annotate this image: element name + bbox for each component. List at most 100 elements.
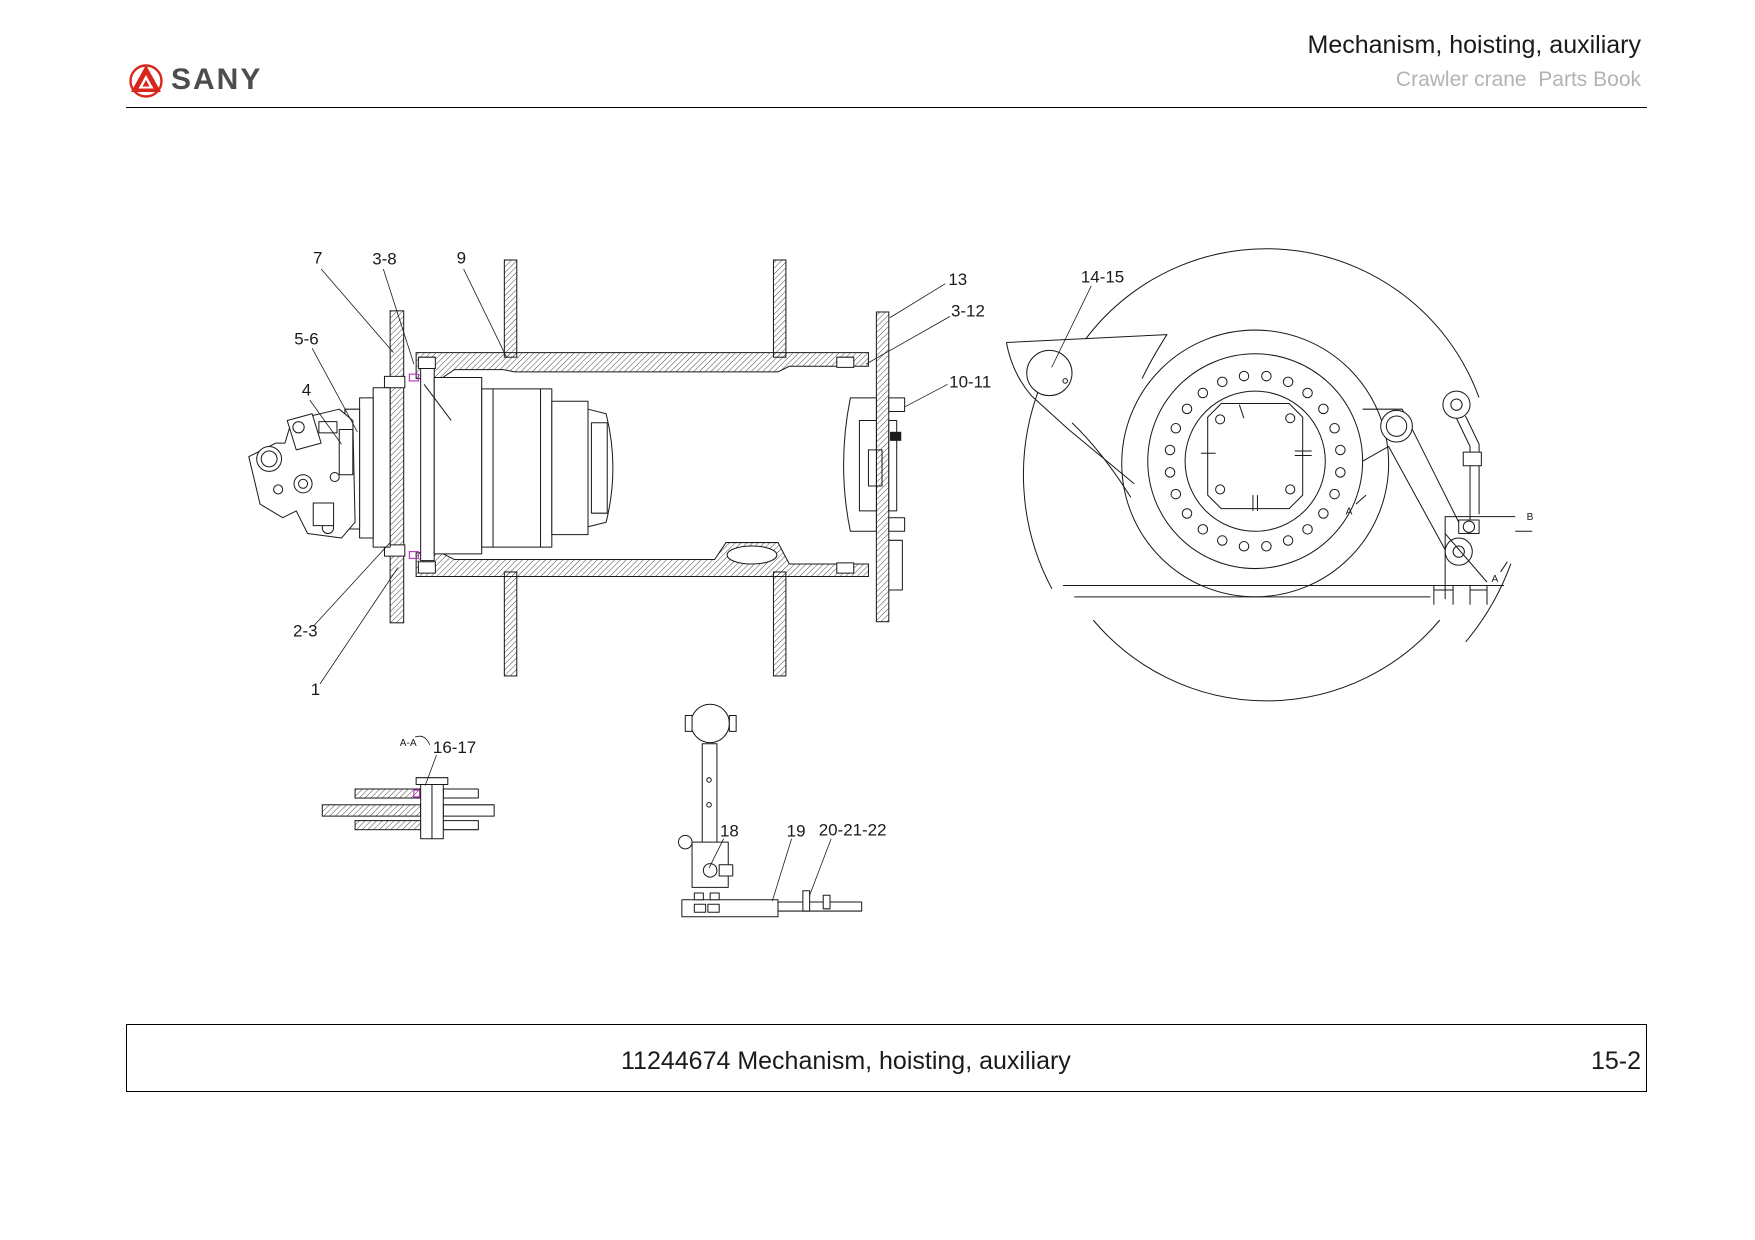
leader-line [904, 383, 948, 408]
callout-20-21-22: 20-21-22 [819, 820, 887, 839]
bolt-hole [1197, 387, 1209, 399]
gearbox-housing [433, 377, 483, 555]
view-mark-b: B [1527, 512, 1534, 523]
bolt-hole [1318, 508, 1329, 519]
page-subtitle: Crawler crane Parts Book [1395, 68, 1641, 91]
lever-rod [1456, 415, 1480, 520]
lug-arm-lower-edge [1005, 342, 1135, 485]
bolt [836, 562, 855, 574]
seal-ring-mark [413, 789, 421, 798]
bracket-brace [1444, 533, 1488, 583]
drum-end-view: A A B 14-15 [1005, 248, 1534, 702]
mounting-bolt [802, 890, 811, 912]
bolt-hole [1170, 488, 1182, 500]
drum-shell-upper-wall [415, 352, 869, 380]
side-bracket [888, 539, 903, 591]
section-mark-a: A [1492, 574, 1499, 585]
arm-hole [706, 802, 712, 808]
lower-plate [442, 820, 479, 831]
callout-13: 13 [948, 270, 967, 289]
leader-line [771, 838, 792, 902]
lug-arm-inner-edge [1071, 422, 1132, 498]
bolt-hole [1329, 423, 1340, 434]
callout-3-8: 3-8 [372, 250, 396, 269]
upper-plate [442, 788, 479, 799]
callout-2-3: 2-3 [293, 621, 317, 640]
gearbox-output [590, 422, 608, 514]
seal-ring-mark [408, 551, 419, 559]
drum-flange-ring [1147, 353, 1364, 570]
callout-4: 4 [302, 381, 311, 400]
limit-switch-bracket [1444, 516, 1533, 600]
middle-bar-section [321, 804, 422, 817]
drum-flange-right-upper [772, 259, 787, 358]
motor-flange [359, 397, 374, 539]
bolt-hole [1164, 467, 1176, 478]
callout-9: 9 [457, 248, 466, 267]
housing-outline [1121, 329, 1390, 598]
outer-arc-left [1023, 383, 1053, 590]
drum-flange-left-lower [503, 571, 518, 677]
winch-drum-section: 7 3-8 9 13 3-12 5-6 4 10-11 2-3 1 [248, 248, 991, 699]
header-divider [126, 107, 1647, 108]
bolt-hole-ring [1164, 370, 1346, 552]
hub-bolt-hole [1285, 413, 1296, 424]
section-mark-a: A [1346, 506, 1353, 517]
bolt-hole [1335, 444, 1346, 456]
bolt-hole [1181, 403, 1193, 415]
sany-logo-icon [129, 64, 163, 98]
leader-line [865, 316, 951, 365]
leader-line [708, 838, 725, 869]
bolt-hole [1164, 444, 1176, 456]
section-arrow [414, 735, 431, 746]
motor-fitting [292, 421, 305, 434]
base-bolt [709, 892, 720, 901]
motor-port-inner [260, 450, 278, 468]
page-title: Mechanism, hoisting, auxiliary [1307, 31, 1641, 59]
motor-plug [312, 502, 335, 527]
anchor-lug-pin [1062, 378, 1068, 384]
motor-adapter [372, 387, 391, 548]
bearing [858, 419, 877, 512]
upper-plate-section [354, 788, 422, 799]
hub-bolt-hole [1215, 414, 1226, 425]
callout-3-12: 3-12 [951, 302, 985, 321]
bolt-hole [1170, 423, 1182, 434]
base-frame [1062, 585, 1504, 598]
section-label-a-a: A-A [400, 738, 417, 749]
motor-fitting [273, 484, 284, 495]
footer-title-block [126, 1024, 1647, 1092]
logo-inner-triangle [142, 80, 150, 87]
callout-16-17: 16-17 [433, 738, 476, 757]
bolt [417, 561, 436, 574]
lug-arm-top-edge [1006, 334, 1168, 379]
bracket-roller-pin [1452, 545, 1465, 558]
pin-head [415, 777, 449, 785]
outer-arc-top [1085, 248, 1480, 398]
leader-line [311, 347, 358, 432]
gearbox-stage-2 [551, 400, 589, 536]
bolt-hole [1282, 535, 1294, 546]
lever-clamp [1462, 451, 1482, 467]
motor-port-inner [298, 478, 309, 489]
callout-1: 1 [311, 680, 320, 699]
leader-line [309, 399, 342, 445]
bolt-hole [1238, 541, 1250, 552]
hub-center-marks [1200, 404, 1312, 511]
motor-plug [318, 421, 338, 434]
guide-roller [690, 703, 730, 744]
drive-hub-square [1207, 403, 1304, 510]
section-a-a-detail: A-A 16-17 [321, 735, 495, 840]
hub-bolt-hole [1285, 484, 1296, 495]
bolt [836, 356, 855, 368]
bolt [417, 356, 436, 370]
planetary-gearbox [420, 367, 614, 562]
motor-fitting [329, 471, 340, 483]
gearbox-inner-line [423, 384, 452, 421]
bolt-hole [1261, 370, 1272, 382]
shaft-bolt [888, 397, 906, 412]
callout-5-6: 5-6 [294, 330, 318, 349]
bracket-pin [1462, 520, 1476, 533]
bolt-hole [1302, 524, 1313, 535]
